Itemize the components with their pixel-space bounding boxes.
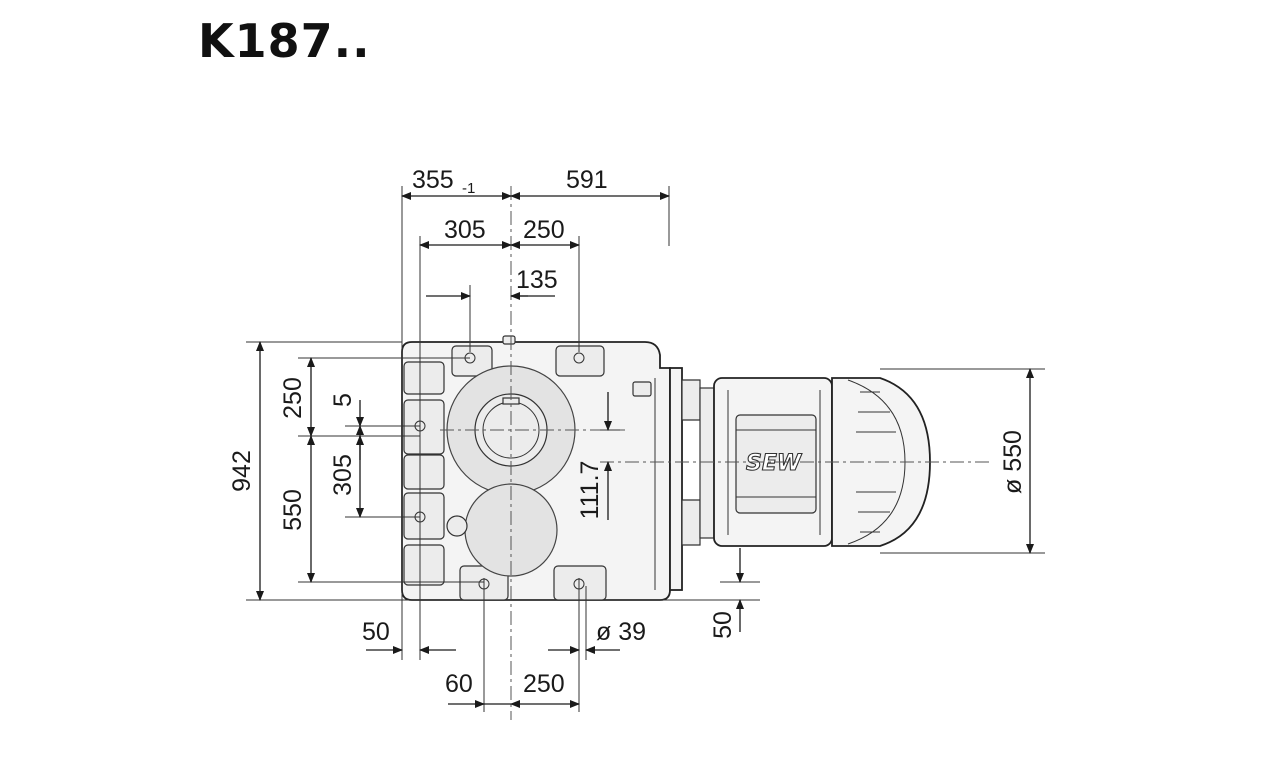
dim-355-tolerance: -1	[462, 180, 475, 197]
dim-50-right: 50	[709, 611, 737, 639]
dim-942: 942	[228, 450, 256, 492]
sew-logo: SEW	[746, 451, 803, 476]
dimension-lines	[256, 192, 1034, 708]
dim-250-left: 250	[279, 377, 307, 419]
dim-305-left: 305	[329, 454, 357, 496]
dim-dia-550: ø 550	[999, 430, 1027, 494]
motor-adapter	[669, 367, 715, 591]
dim-135: 135	[516, 266, 558, 294]
dim-591: 591	[566, 166, 608, 194]
dim-dia-39: ø 39	[596, 618, 646, 646]
dim-250-top: 250	[523, 216, 565, 244]
dim-355: 355	[412, 166, 454, 194]
dim-550-left: 550	[279, 489, 307, 531]
dim-305-top: 305	[444, 216, 486, 244]
extension-lines	[246, 186, 1045, 712]
drawing-title: K187..	[198, 14, 371, 68]
motor: SEW	[713, 377, 931, 547]
dim-60: 60	[445, 670, 473, 698]
dim-50-bottom: 50	[362, 618, 390, 646]
dim-111-7: 111.7	[576, 461, 604, 520]
dim-5: 5	[329, 393, 357, 407]
dim-250-bottom: 250	[523, 670, 565, 698]
